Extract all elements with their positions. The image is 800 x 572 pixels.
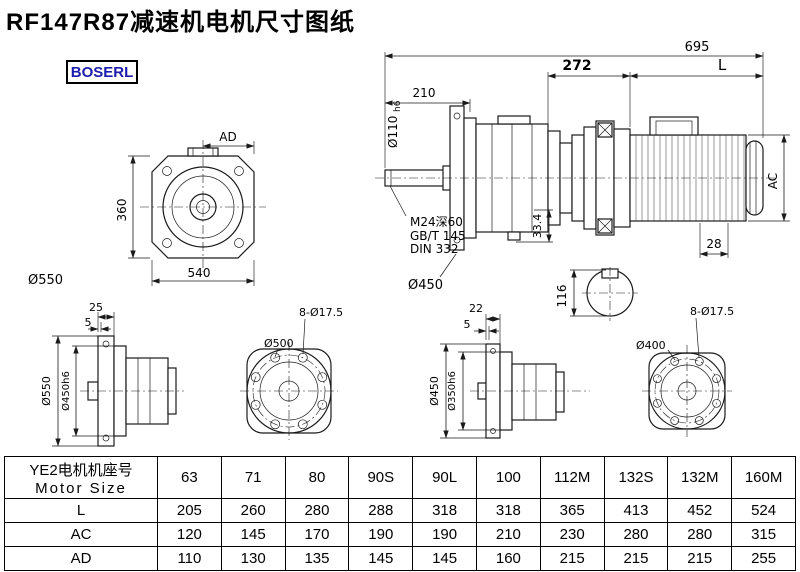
value-cell: 280 — [603, 522, 669, 547]
label-flange-550: Ø550 — [28, 273, 63, 288]
flange-b-bolt-holes — [653, 357, 721, 425]
dim-flange-b-spigot: Ø350h6 — [446, 371, 458, 411]
dim-22: 22 — [469, 302, 483, 315]
motor-size-header-en: Motor Size — [35, 479, 127, 497]
size-col-header: 100 — [475, 456, 541, 499]
value-cell: 215 — [539, 546, 605, 571]
value-cell: 130 — [220, 546, 286, 571]
motor-size-table: YE2电机机座号 Motor Size 63 71 80 90S 90L 100… — [4, 456, 796, 571]
size-col-header: 71 — [220, 456, 286, 499]
size-col-header: 63 — [157, 456, 222, 499]
row-label: L — [4, 498, 158, 523]
extension-lines — [52, 52, 790, 447]
table-row-L: L 205 260 280 288 318 318 365 413 452 52… — [4, 498, 796, 523]
motor-size-header-cn: YE2电机机座号 — [29, 461, 133, 479]
value-cell: 190 — [348, 522, 414, 547]
dim-motor-length: L — [718, 56, 727, 74]
value-cell: 230 — [539, 522, 605, 547]
dim-flange-a-spigot: Ø450h6 — [60, 371, 72, 411]
value-cell: 145 — [348, 546, 414, 571]
value-cell: 318 — [475, 498, 541, 523]
motor-size-header-cell: YE2电机机座号 Motor Size — [4, 456, 158, 499]
dim-ad: AD — [219, 130, 236, 144]
dim-key-height: 33.4 — [531, 214, 544, 239]
dim-motor-ac: AC — [766, 173, 780, 189]
centerlines — [80, 140, 775, 440]
label-flange-a-bolt-circle: Ø500 — [264, 337, 294, 350]
value-cell: 120 — [157, 522, 222, 547]
value-cell: 145 — [412, 546, 477, 571]
value-cell: 288 — [348, 498, 414, 523]
label-flange-b-holes: 8-Ø17.5 — [690, 305, 734, 318]
value-cell: 318 — [412, 498, 477, 523]
row-label: AD — [4, 546, 158, 571]
size-col-header: 80 — [284, 456, 350, 499]
dim-shaft-diameter: Ø110 — [386, 116, 400, 148]
value-cell: 365 — [539, 498, 605, 523]
value-cell: 110 — [157, 546, 222, 571]
dim-total-length: 695 — [685, 40, 710, 55]
size-col-header: 160M — [731, 456, 796, 499]
size-col-header: 112M — [539, 456, 605, 499]
brand-logo: BOSERL — [66, 60, 138, 84]
label-flange-b-bolt-circle: Ø400 — [636, 339, 666, 352]
dim-5a: 5 — [85, 316, 92, 329]
dim-5b: 5 — [464, 318, 471, 331]
value-cell: 145 — [220, 522, 286, 547]
value-cell: 413 — [603, 498, 669, 523]
value-cell: 215 — [603, 546, 669, 571]
size-col-header: 132M — [667, 456, 733, 499]
value-cell: 524 — [731, 498, 796, 523]
table-row-AC: AC 120 145 170 190 190 210 230 280 280 3… — [4, 522, 796, 547]
dim-flange-b-od: Ø450 — [428, 376, 441, 406]
tap-spec-line2: GB/T 145 — [410, 229, 466, 243]
label-flange-450: Ø450 — [408, 278, 443, 293]
dim-116: 116 — [555, 285, 569, 308]
dim-540: 540 — [188, 266, 211, 280]
value-cell: 280 — [667, 522, 733, 547]
dim-25: 25 — [89, 301, 103, 314]
value-cell: 215 — [667, 546, 733, 571]
dim-adapter-length: 272 — [562, 58, 591, 74]
value-cell: 315 — [731, 522, 796, 547]
value-cell: 210 — [475, 522, 541, 547]
value-cell: 260 — [220, 498, 286, 523]
dim-shaft-tolerance: h6 — [393, 100, 403, 112]
size-col-header: 90L — [412, 456, 477, 499]
value-cell: 135 — [284, 546, 350, 571]
table-row-AD: AD 110 130 135 145 145 160 215 215 215 2… — [4, 546, 796, 571]
value-cell: 170 — [284, 522, 350, 547]
value-cell: 452 — [667, 498, 733, 523]
size-col-header: 90S — [348, 456, 414, 499]
page-title: RF147R87减速机电机尺寸图纸 — [6, 9, 356, 36]
dim-360: 360 — [115, 199, 129, 222]
dim-28: 28 — [706, 237, 721, 251]
value-cell: 255 — [731, 546, 796, 571]
dim-shaft-length: 210 — [413, 86, 436, 100]
tap-spec-line3: DIN 332 — [410, 242, 458, 256]
label-flange-a-holes: 8-Ø17.5 — [299, 306, 343, 319]
leader-lines — [274, 185, 700, 361]
row-label: AC — [4, 522, 158, 547]
dim-flange-a-od: Ø550 — [40, 376, 53, 406]
technical-drawing: 695 272 L 210 Ø110 h6 M24深60 GB/T 145 DI… — [28, 40, 790, 447]
motor-side-view — [547, 116, 764, 236]
table-header-row: YE2电机机座号 Motor Size 63 71 80 90S 90L 100… — [4, 456, 796, 499]
value-cell: 190 — [412, 522, 477, 547]
value-cell: 160 — [475, 546, 541, 571]
size-col-header: 132S — [603, 456, 669, 499]
value-cell: 205 — [157, 498, 222, 523]
value-cell: 280 — [284, 498, 350, 523]
tap-spec-line1: M24深60 — [410, 215, 463, 229]
